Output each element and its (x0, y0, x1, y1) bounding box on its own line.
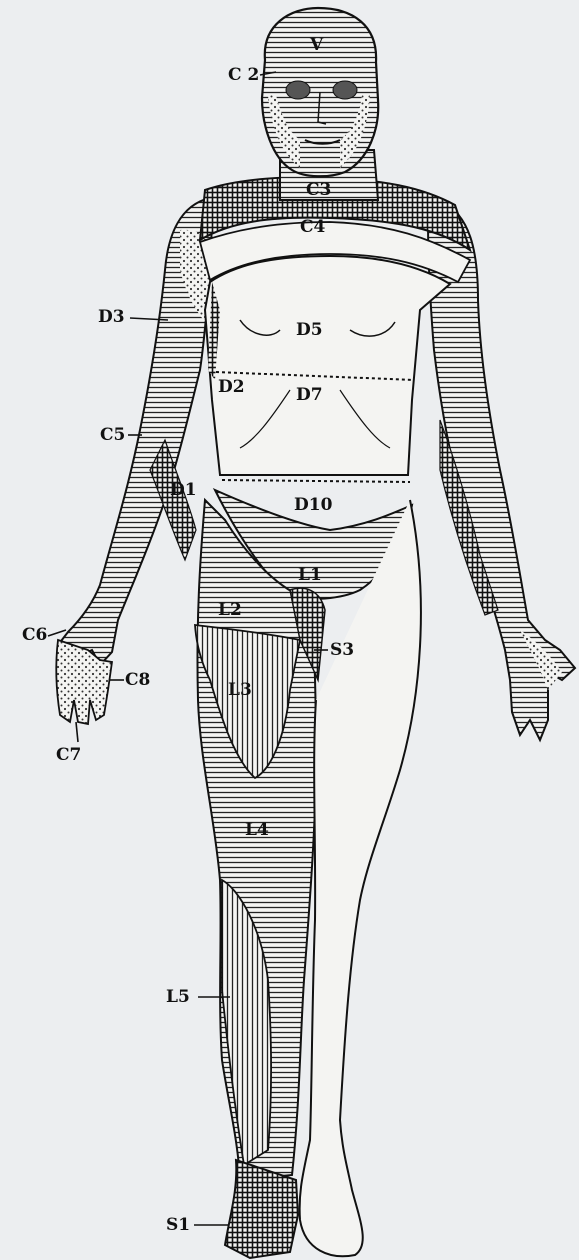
label-c2: C 2 (228, 65, 259, 85)
label-c8: C8 (125, 670, 150, 690)
head (262, 8, 378, 176)
label-c7: C7 (56, 745, 81, 765)
label-d10: D10 (294, 495, 333, 515)
label-c3: C3 (306, 180, 331, 200)
label-c4: C4 (300, 217, 326, 237)
label-s3: S3 (330, 640, 354, 660)
label-d7: D7 (296, 385, 323, 405)
label-c5: C5 (100, 425, 125, 445)
label-c6: C6 (22, 625, 47, 645)
arm-right (428, 200, 575, 740)
label-s1: S1 (166, 1215, 190, 1235)
label-v: V (309, 35, 324, 55)
label-l3: L3 (228, 680, 252, 700)
label-l2: L2 (218, 600, 242, 620)
label-d1: D1 (170, 480, 197, 500)
label-l1: L1 (298, 565, 322, 585)
leg-left (195, 500, 325, 1258)
label-l4: L4 (245, 820, 269, 840)
label-d3: D3 (98, 307, 125, 327)
torso (205, 256, 450, 482)
label-d2: D2 (218, 377, 245, 397)
label-d5: D5 (296, 320, 323, 340)
label-l5: L5 (166, 987, 190, 1007)
